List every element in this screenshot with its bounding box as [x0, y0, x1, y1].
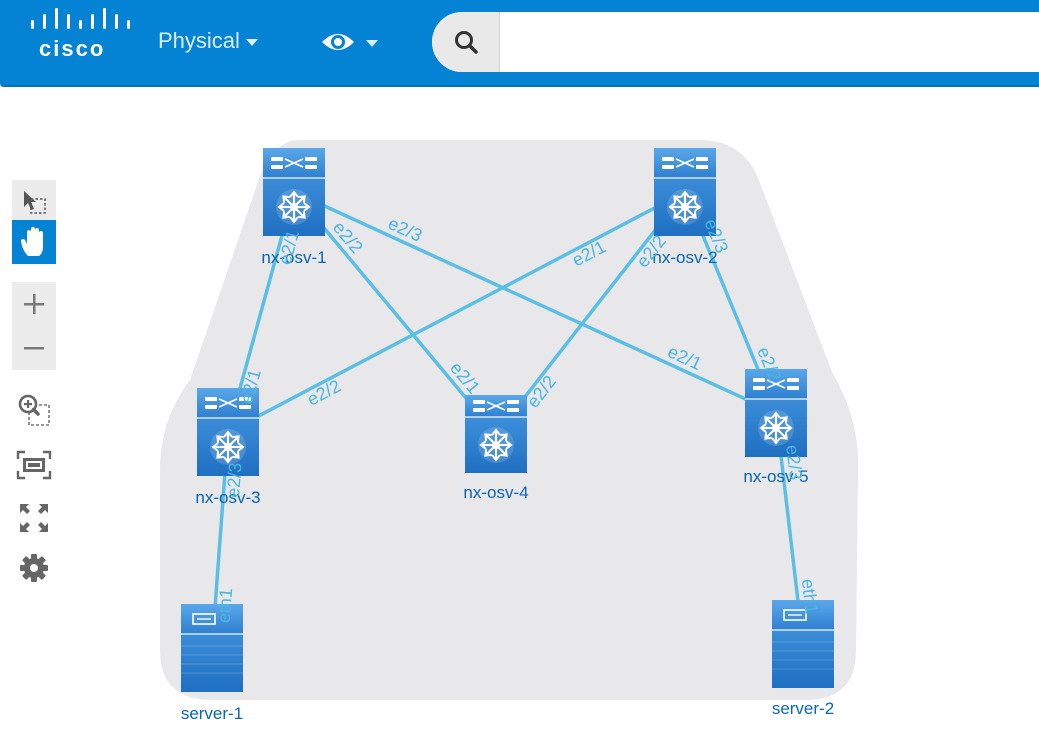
eye-icon [322, 34, 354, 50]
zoom-region-button[interactable] [12, 388, 56, 432]
node-label-nx-osv-1: nx-osv-1 [261, 248, 326, 267]
node-label-nx-osv-3: nx-osv-3 [195, 488, 260, 507]
link-nx-osv-1-nx-osv-5[interactable] [293, 190, 777, 415]
zoom-in-button[interactable] [12, 282, 56, 326]
port-label-nx-osv-3-e2-3: e2/3 [223, 462, 246, 498]
search-input[interactable] [501, 12, 1039, 72]
plus-icon [24, 294, 44, 314]
node-nx-osv-1[interactable]: nx-osv-1 [261, 148, 327, 267]
node-label-nx-osv-4: nx-osv-4 [463, 483, 528, 502]
cisco-bridge-logo-icon [31, 8, 130, 29]
settings-button[interactable] [12, 546, 56, 590]
node-nx-osv-3[interactable]: nx-osv-3 [195, 388, 261, 507]
caret-down-icon [245, 39, 258, 46]
view-select-dropdown[interactable]: Physical [158, 26, 258, 56]
fit-view-button[interactable] [12, 443, 56, 487]
nodes-layer: nx-osv-1 nx-osv-2 nx-osv-3 nx-osv-4 nx-osv-5… [181, 148, 834, 723]
brand-wordmark: cisco [39, 36, 106, 61]
search-bar [432, 12, 1039, 72]
link-nx-osv-2-nx-osv-3[interactable] [227, 190, 686, 434]
fit-view-icon [16, 450, 52, 480]
port-label-server-2-eth1: eth1 [798, 578, 822, 615]
cisco-logo[interactable]: cisco [28, 6, 132, 61]
node-server-2[interactable]: server-2 [772, 600, 834, 718]
search-icon [454, 31, 478, 54]
search-button[interactable] [432, 12, 500, 72]
port-label-nx-osv-5-e2-3: e2/3 [782, 444, 806, 481]
view-select-label: Physical [158, 28, 240, 53]
link-nx-osv-1-nx-osv-4[interactable] [292, 190, 498, 436]
select-cursor-icon [24, 191, 46, 214]
port-label-server-1-eth1: eth1 [214, 587, 237, 623]
node-nx-osv-5[interactable]: nx-osv-5 [743, 369, 809, 486]
node-nx-osv-2[interactable]: nx-osv-2 [652, 148, 718, 267]
node-label-nx-osv-2: nx-osv-2 [652, 248, 717, 267]
top-navigation-bar: cisco Physical [0, 0, 1039, 87]
eye-caret-down-icon [366, 40, 378, 47]
visibility-menu-button[interactable] [320, 28, 382, 56]
node-label-server-2: server-2 [772, 699, 834, 718]
minus-icon [24, 347, 44, 350]
expand-icon [20, 504, 48, 532]
node-nx-osv-4[interactable]: nx-osv-4 [463, 395, 529, 502]
node-label-nx-osv-5: nx-osv-5 [743, 467, 808, 486]
node-server-1[interactable]: server-1 [181, 604, 243, 723]
link-nx-osv-2-nx-osv-4[interactable] [494, 190, 687, 436]
node-label-server-1: server-1 [181, 704, 243, 723]
zoom-out-button[interactable] [12, 326, 56, 370]
select-tool-button[interactable] [12, 180, 56, 224]
gear-icon [20, 554, 48, 582]
zoom-region-icon [18, 394, 50, 426]
pan-tool-button[interactable] [12, 220, 56, 264]
hand-icon [21, 227, 43, 256]
fullscreen-button[interactable] [12, 496, 56, 540]
